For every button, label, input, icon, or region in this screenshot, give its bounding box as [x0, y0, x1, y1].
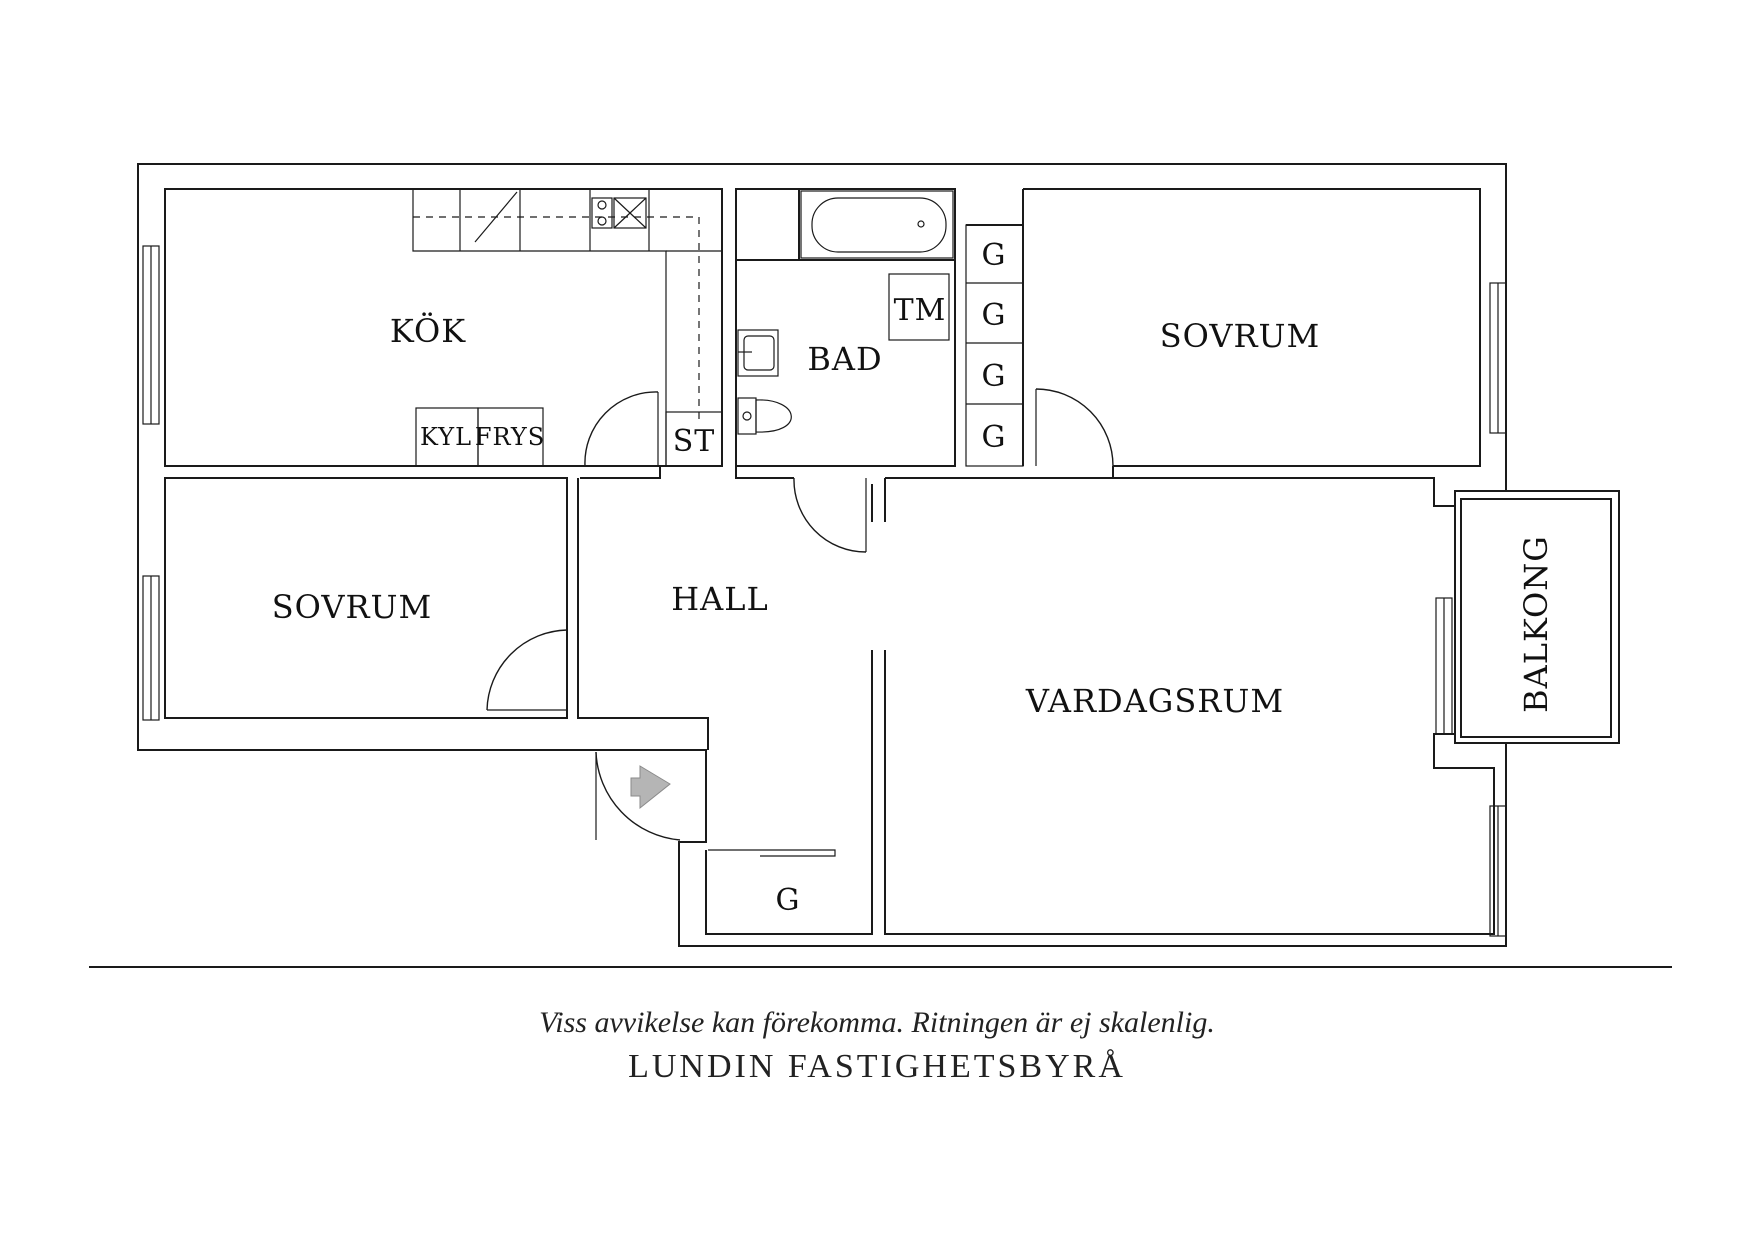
fixture-label-freezer: FRYS: [475, 423, 545, 451]
fixture-label-wardrobe-hall: G: [776, 883, 801, 918]
room-label-kitchen: KÖK: [390, 312, 466, 350]
balcony-outline: [1460, 498, 1612, 738]
room-label-hall: HALL: [671, 580, 769, 618]
doors: [486, 388, 1114, 857]
stove-icon: [591, 197, 647, 229]
washing-machine: [888, 273, 950, 341]
room-label-bedroom-left: SOVRUM: [272, 588, 433, 626]
room-label-bath: BAD: [807, 340, 882, 378]
fixture-label-wardrobe-4: G: [982, 420, 1007, 455]
bathroom-walls: [735, 188, 956, 467]
fixture-label-washing-machine: TM: [894, 293, 947, 328]
disclaimer-text: Viss avvikelse kan förekomma. Ritningen …: [539, 1006, 1215, 1039]
fixture-label-cleaning-closet: ST: [673, 424, 716, 459]
brand-name: LUNDIN FASTIGHETSBYRÅ: [628, 1048, 1126, 1085]
bedroom-right-walls: [1022, 188, 1481, 467]
fixture-label-fridge: KYL: [420, 423, 472, 451]
windows: [142, 245, 1507, 937]
entrance-arrow-icon: [630, 765, 671, 810]
fridge-freezer: [415, 407, 544, 467]
toilet-icon: [737, 397, 792, 435]
interior-walls: [577, 466, 1506, 935]
footer-divider: [89, 966, 1672, 968]
room-label-living: VARDAGSRUM: [1025, 682, 1284, 720]
fixture-label-wardrobe-2: G: [982, 298, 1007, 333]
sink-icon: [737, 329, 779, 377]
fixture-label-wardrobe-1: G: [982, 238, 1007, 273]
room-label-balcony: BALKONG: [1517, 535, 1555, 713]
kitchen-counter: [412, 188, 722, 466]
fixture-label-wardrobe-3: G: [982, 359, 1007, 394]
room-label-bedroom-right: SOVRUM: [1160, 317, 1321, 355]
cleaning-closet: [665, 411, 723, 467]
outer-walls: [137, 163, 1620, 947]
bathtub-icon: [800, 190, 954, 259]
